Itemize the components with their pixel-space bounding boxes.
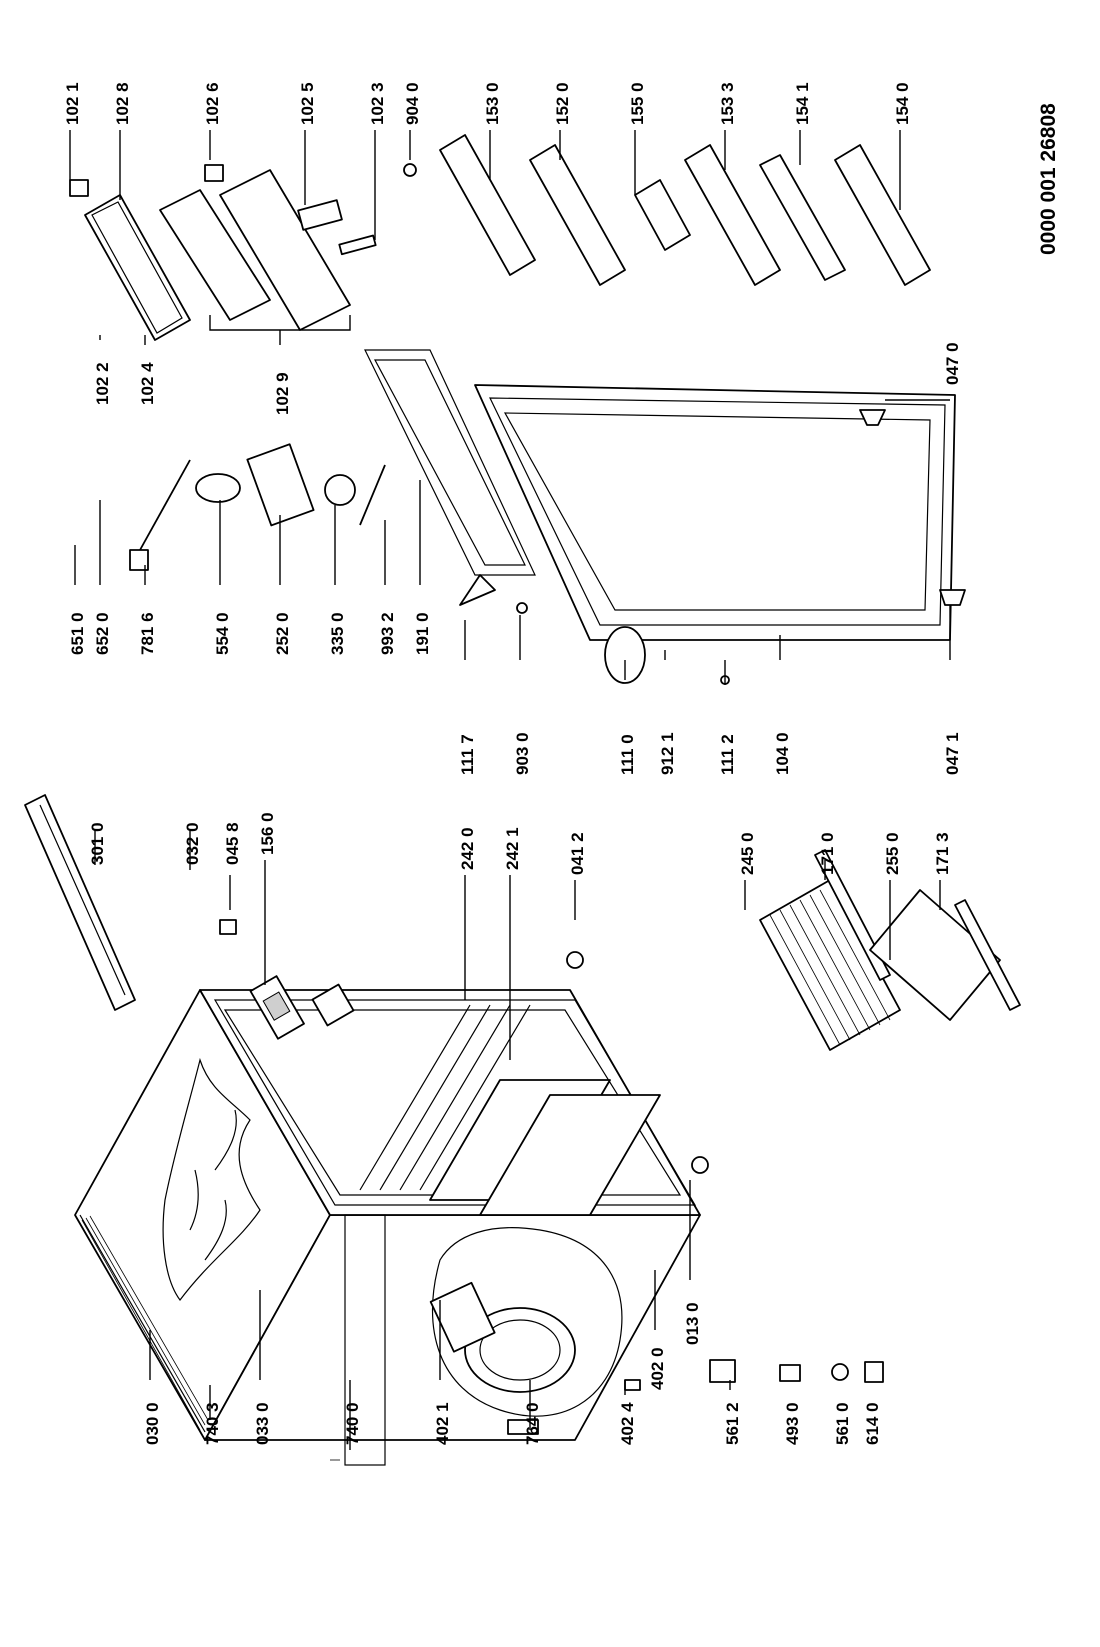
label-740-0: 740 0 — [343, 1402, 362, 1445]
label-102-6: 102 6 — [203, 82, 222, 125]
label-740-3: 740 3 — [203, 1402, 222, 1445]
label-242-1: 242 1 — [503, 827, 522, 870]
label-102-4: 102 4 — [138, 362, 157, 405]
label-255-0: 255 0 — [883, 832, 902, 875]
label-301-0: 301 0 — [88, 822, 107, 865]
label-651-0: 651 0 — [68, 612, 87, 655]
cabinet-illustration — [74, 975, 701, 1466]
label-912-1: 912 1 — [658, 732, 677, 775]
label-242-0: 242 0 — [458, 827, 477, 870]
label-111-7: 111 7 — [458, 734, 477, 775]
label-111-2: 111 2 — [718, 734, 737, 775]
label-171-3: 171 3 — [933, 832, 952, 875]
label-153-0: 153 0 — [483, 82, 502, 125]
label-191-0: 191 0 — [413, 612, 432, 655]
label-030-0: 030 0 — [143, 1402, 162, 1445]
label-402-4: 402 4 — [618, 1402, 637, 1445]
label-047-1: 047 1 — [943, 732, 962, 775]
label-903-0: 903 0 — [513, 732, 532, 775]
label-652-0: 652 0 — [93, 612, 112, 655]
door-shelves-drawing — [403, 134, 931, 286]
label-252-0: 252 0 — [273, 612, 292, 655]
label-245-0: 245 0 — [738, 832, 757, 875]
label-032-0: 032 0 — [183, 822, 202, 865]
label-493-0: 493 0 — [783, 1402, 802, 1445]
label-156-0: 156 0 — [258, 812, 277, 855]
label-993-2: 993 2 — [378, 612, 397, 655]
label-554-0: 554 0 — [213, 612, 232, 655]
label-154-0: 154 0 — [893, 82, 912, 125]
label-102-2: 102 2 — [93, 362, 112, 405]
freezer-door-parts-drawing — [69, 164, 377, 341]
label-154-1: 154 1 — [793, 82, 812, 125]
part-labels: 102 1 102 8 102 6 102 5 102 3 904 0 153 … — [63, 82, 1060, 1445]
document-number: 0000 001 26808 — [1037, 103, 1060, 255]
small-parts-drawing — [129, 409, 966, 1435]
label-013-0: 013 0 — [683, 1302, 702, 1345]
label-614-0: 614 0 — [863, 1402, 882, 1445]
shelves-drawing — [759, 849, 1021, 1051]
label-045-8: 045 8 — [223, 822, 242, 865]
label-102-8: 102 8 — [113, 82, 132, 125]
label-033-0: 033 0 — [253, 1402, 272, 1445]
door-illustration — [364, 349, 956, 684]
label-155-0: 155 0 — [628, 82, 647, 125]
label-402-1: 402 1 — [433, 1402, 452, 1445]
label-904-0: 904 0 — [403, 82, 422, 125]
label-335-0: 335 0 — [328, 612, 347, 655]
label-104-0: 104 0 — [773, 732, 792, 775]
cover-strip-drawing — [24, 794, 136, 1011]
label-102-5: 102 5 — [298, 82, 317, 125]
label-102-3: 102 3 — [368, 82, 387, 125]
label-561-0: 561 0 — [833, 1402, 852, 1445]
leader-lines — [69, 130, 951, 1450]
label-152-0: 152 0 — [553, 82, 572, 125]
label-402-0: 402 0 — [648, 1347, 667, 1390]
label-153-3: 153 3 — [718, 82, 737, 125]
label-111-0: 111 0 — [618, 734, 637, 775]
label-561-2: 561 2 — [723, 1402, 742, 1445]
label-041-2: 041 2 — [568, 832, 587, 875]
label-102-1: 102 1 — [63, 82, 82, 125]
label-047-0: 047 0 — [943, 342, 962, 385]
label-102-9: 102 9 — [273, 372, 292, 415]
label-764-0: 764 0 — [523, 1402, 542, 1445]
label-781-6: 781 6 — [138, 612, 157, 655]
label-171-0: 171 0 — [818, 832, 837, 875]
